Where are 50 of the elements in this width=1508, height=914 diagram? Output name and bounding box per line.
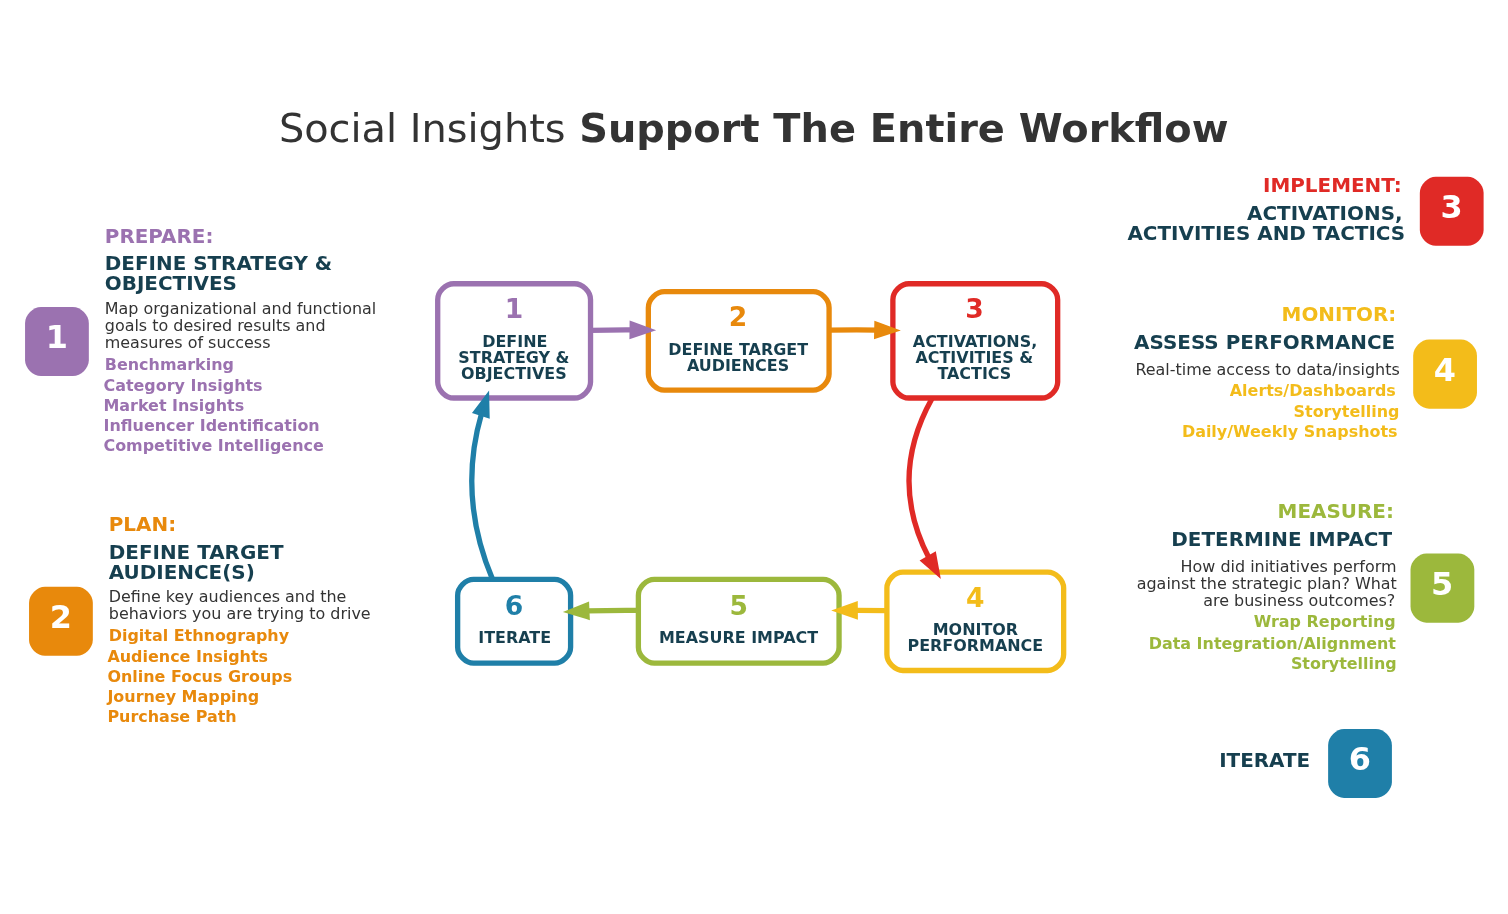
- node-label: Journey Mapping: [107, 686, 260, 706]
- node-label: Category Insights: [103, 375, 263, 395]
- node-label: Benchmarking: [104, 354, 234, 374]
- node-label: Data Integration/Alignment: [1148, 633, 1396, 653]
- node-label: PLAN:: [108, 512, 177, 536]
- node-label: MONITOR:: [1281, 302, 1397, 326]
- node-box: 1 DEFINE STRATEGY & OBJECTIVES: [435, 280, 594, 401]
- arrow: [831, 600, 887, 620]
- node-box: 6 ITERATE: [454, 576, 574, 666]
- node-label: Map organizational and functional goals to desired results and measures of success: [104, 298, 377, 352]
- node-label: Digital Ethnography: [108, 625, 290, 645]
- node-box: 2: [29, 586, 93, 656]
- node-box: 5 MEASURE IMPACT: [635, 576, 842, 666]
- node-box: 1: [25, 306, 89, 376]
- node-label: PREPARE:: [104, 224, 214, 248]
- node-label: Audience Insights: [107, 646, 269, 666]
- node-label: How did initiatives perform against the strategic plan? What are business outcomes?: [1136, 556, 1397, 610]
- node-box: 4: [1413, 339, 1477, 409]
- arrow: [906, 396, 941, 579]
- node-label: Storytelling: [1290, 653, 1397, 673]
- node-label: Competitive Intelligence: [103, 435, 324, 455]
- node-label: ACTIVATIONS, ACTIVITIES AND TACTICS: [1127, 201, 1406, 245]
- node-label: DEFINE STRATEGY & OBJECTIVES: [104, 251, 333, 295]
- node-label: ITERATE: [1219, 748, 1311, 772]
- node-label: Alerts/Dashboards: [1229, 380, 1396, 400]
- node-label: ASSESS PERFORMANCE: [1134, 330, 1396, 354]
- arrow: [829, 320, 901, 339]
- node-label: Influencer Identification: [103, 415, 320, 435]
- node-box: 6: [1328, 728, 1392, 798]
- arrow: [469, 389, 495, 580]
- node-label: Online Focus Groups: [107, 666, 293, 686]
- node-box: 2 DEFINE TARGET AUDIENCES: [645, 288, 832, 393]
- arrow: [562, 601, 639, 620]
- node-label: IMPLEMENT:: [1263, 173, 1402, 197]
- node-label: Wrap Reporting: [1253, 611, 1396, 631]
- node-label: Purchase Path: [107, 706, 237, 726]
- node-label: Real-time access to data/insights: [1135, 359, 1400, 379]
- node-label: MEASURE:: [1277, 499, 1394, 523]
- node-label: Daily/Weekly Snapshots: [1181, 421, 1398, 441]
- node-box: 4 MONITOR PERFORMANCE: [884, 568, 1067, 673]
- node-box: 5: [1410, 553, 1475, 623]
- arrow: [590, 320, 657, 339]
- node-box: 3: [1419, 176, 1484, 246]
- node-label: DEFINE TARGET AUDIENCE(S): [108, 540, 284, 584]
- node-box: 3 ACTIVATIONS, ACTIVITIES & TACTICS: [890, 280, 1061, 401]
- node-label: DETERMINE IMPACT: [1171, 527, 1393, 551]
- diagram-title: Social Insights Support The Entire Workflow: [278, 104, 1229, 151]
- node-label: Define key audiences and the behaviors you are trying to drive: [108, 586, 371, 623]
- node-label: Market Insights: [103, 395, 245, 415]
- node-label: Storytelling: [1293, 401, 1400, 421]
